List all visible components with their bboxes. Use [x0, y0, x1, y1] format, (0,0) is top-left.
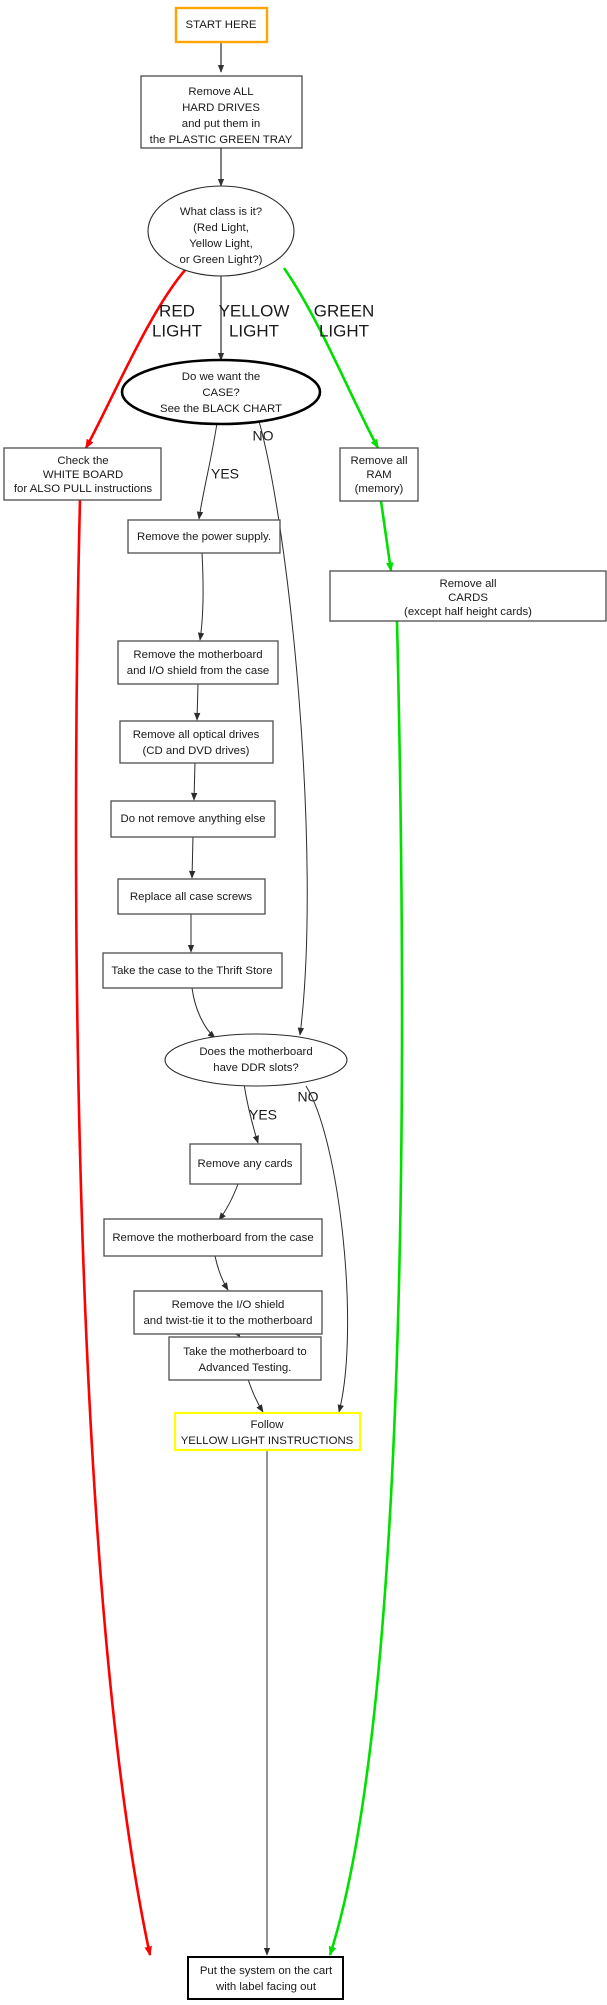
node-nothing-else[interactable]: Do not remove anything else	[110, 800, 276, 838]
node-io-shield-line-0: Remove the I/O shield	[172, 1299, 285, 1311]
node-hard-drives-line-1: HARD DRIVES	[182, 102, 260, 114]
edge-cards-to-mobocase	[218, 1183, 239, 1221]
node-want-case[interactable]: Do we want the CASE? See the BLACK CHART	[120, 358, 322, 426]
node-remove-cards-green-line-0: Remove all	[440, 578, 497, 590]
node-follow-yellow-line-0: Follow	[251, 1419, 285, 1431]
node-remove-ram-line-2: (memory)	[355, 483, 404, 495]
node-follow-yellow-line-1: YELLOW LIGHT INSTRUCTIONS	[181, 1435, 354, 1447]
edge-label-red-light: RED LIGHT	[152, 301, 202, 340]
node-want-case-line-1: CASE?	[202, 387, 239, 399]
edge-advtesting-to-follow	[246, 1375, 264, 1413]
edge-label-case-no: NO	[253, 428, 274, 444]
edge-case-yes	[196, 408, 220, 520]
node-any-cards[interactable]: Remove any cards	[189, 1143, 302, 1185]
edge-green-to-ram	[282, 267, 380, 449]
node-white-board-line-2: for ALSO PULL instructions	[14, 483, 153, 495]
node-mobo-io[interactable]: Remove the motherboard and I/O shield fr…	[117, 640, 279, 685]
node-white-board-line-0: Check the	[57, 455, 108, 467]
edge-red-to-cart	[74, 499, 152, 1957]
node-optical-drives-line-0: Remove all optical drives	[133, 729, 260, 741]
node-optical-drives[interactable]: Remove all optical drives (CD and DVD dr…	[119, 720, 274, 764]
node-start[interactable]: START HERE	[174, 6, 269, 44]
node-remove-cards-green[interactable]: Remove all CARDS (except half height car…	[329, 570, 607, 622]
node-hard-drives-line-3: the PLASTIC GREEN TRAY	[150, 134, 293, 146]
node-mobo-from-case-line-0: Remove the motherboard from the case	[112, 1232, 313, 1244]
node-what-class-line-0: What class is it?	[180, 206, 262, 218]
edge-ddr-no	[305, 1085, 349, 1413]
node-advanced-testing-line-1: Advanced Testing.	[199, 1362, 292, 1374]
node-nothing-else-line-0: Do not remove anything else	[121, 813, 266, 825]
edge-green-ram-to-cards	[379, 500, 394, 573]
node-want-case-line-0: Do we want the	[182, 371, 261, 383]
edge-optical-to-nothing	[190, 761, 198, 801]
edge-label-red-light-line-0: RED	[159, 301, 195, 320]
node-what-class-line-3: or Green Light?)	[180, 254, 263, 266]
node-advanced-testing[interactable]: Take the motherboard to Advanced Testing…	[168, 1336, 322, 1381]
node-mobo-from-case[interactable]: Remove the motherboard from the case	[103, 1218, 323, 1257]
edge-case-no	[255, 410, 308, 1036]
node-remove-ram-line-0: Remove all	[351, 455, 408, 467]
edge-green-cards-to-cart	[328, 620, 404, 1957]
node-what-class-line-1: (Red Light,	[193, 222, 249, 234]
node-follow-yellow[interactable]: Follow YELLOW LIGHT INSTRUCTIONS	[173, 1411, 362, 1452]
node-ddr-slots-line-0: Does the motherboard	[199, 1046, 312, 1058]
edge-label-yellow-light-line-0: YELLOW	[219, 301, 290, 320]
node-what-class[interactable]: What class is it? (Red Light, Yellow Lig…	[147, 185, 295, 277]
edge-red-to-whiteboard	[84, 268, 187, 449]
node-white-board[interactable]: Check the WHITE BOARD for ALSO PULL inst…	[3, 447, 162, 501]
node-white-board-line-1: WHITE BOARD	[43, 469, 123, 481]
node-advanced-testing-line-0: Take the motherboard to	[183, 1346, 306, 1358]
edge-label-green-light: GREEN LIGHT	[314, 301, 374, 340]
node-hard-drives-line-0: Remove ALL	[188, 86, 253, 98]
node-optical-drives-line-1: (CD and DVD drives)	[143, 745, 250, 757]
edge-label-green-light-line-0: GREEN	[314, 301, 374, 320]
node-case-screws[interactable]: Replace all case screws	[117, 878, 266, 915]
node-remove-cards-green-line-1: CARDS	[448, 592, 488, 604]
edge-ps-to-mobo	[197, 552, 205, 641]
edge-label-green-light-line-1: LIGHT	[319, 321, 369, 340]
node-want-case-line-2: See the BLACK CHART	[160, 403, 282, 415]
node-remove-ram-line-1: RAM	[366, 469, 391, 481]
node-mobo-io-line-1: and I/O shield from the case	[127, 665, 269, 677]
node-power-supply[interactable]: Remove the power supply.	[127, 519, 281, 554]
node-remove-ram[interactable]: Remove all RAM (memory)	[339, 447, 419, 502]
edge-nothing-to-screws	[188, 835, 196, 879]
edge-ddr-yes	[243, 1083, 259, 1144]
edge-label-ddr-yes: YES	[249, 1107, 277, 1123]
edge-thrift-to-ddr	[191, 987, 216, 1039]
node-on-cart-line-1: with label facing out	[215, 1981, 317, 1993]
node-case-screws-line-0: Replace all case screws	[130, 891, 252, 903]
node-power-supply-line-0: Remove the power supply.	[137, 531, 271, 543]
node-mobo-io-line-0: Remove the motherboard	[133, 649, 262, 661]
edge-label-yellow-light-line-1: LIGHT	[229, 321, 279, 340]
node-io-shield-line-1: and twist-tie it to the motherboard	[143, 1315, 312, 1327]
edge-label-yellow-light: YELLOW LIGHT	[219, 301, 290, 340]
node-ddr-slots-line-1: have DDR slots?	[213, 1062, 298, 1074]
edge-mobo-to-optical	[194, 683, 201, 721]
node-start-line-0: START HERE	[186, 19, 257, 31]
node-any-cards-line-0: Remove any cards	[198, 1158, 293, 1170]
edge-label-red-light-line-1: LIGHT	[152, 321, 202, 340]
edge-label-case-yes: YES	[211, 466, 239, 482]
node-thrift-store-line-0: Take the case to the Thrift Store	[111, 965, 272, 977]
edge-label-ddr-no: NO	[298, 1089, 319, 1105]
edge-mobocase-to-ioshield	[214, 1255, 229, 1291]
node-on-cart[interactable]: Put the system on the cart with label fa…	[187, 1956, 344, 2000]
node-remove-cards-green-line-2: (except half height cards)	[404, 606, 532, 618]
node-on-cart-line-0: Put the system on the cart	[200, 1965, 333, 1977]
node-hard-drives-line-2: and put them in	[182, 118, 261, 130]
node-thrift-store[interactable]: Take the case to the Thrift Store	[102, 952, 283, 989]
node-hard-drives[interactable]: Remove ALL HARD DRIVES and put them in t…	[140, 75, 303, 149]
node-io-shield[interactable]: Remove the I/O shield and twist-tie it t…	[133, 1290, 323, 1335]
node-ddr-slots[interactable]: Does the motherboard have DDR slots?	[164, 1033, 348, 1087]
node-what-class-line-2: Yellow Light,	[189, 238, 253, 250]
